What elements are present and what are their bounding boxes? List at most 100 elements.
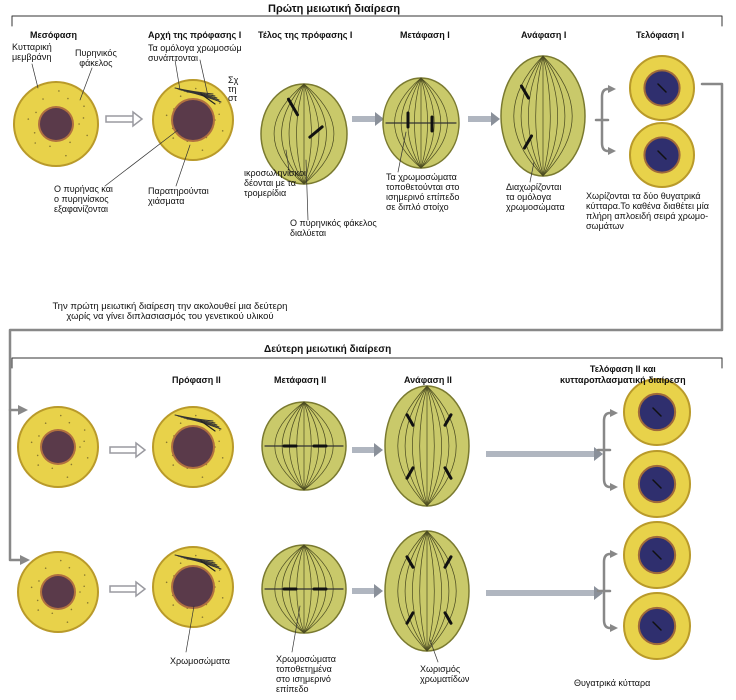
arrow-m2a-1-shaft	[109, 446, 138, 454]
prophase1-late-cell-spindle-fiber	[281, 83, 305, 185]
arrow-m2b-3-head	[374, 584, 383, 598]
prophase1-early-cell-thread	[186, 91, 222, 103]
label-cell-membrane: Κυτταρική μεμβράνη	[12, 42, 52, 62]
m2a-prophase-cell-granule	[194, 414, 197, 417]
late-prophase-chromosome-1	[287, 97, 299, 117]
arrow-m2b-4-shaft	[486, 590, 595, 596]
brace-m2b-tip-top	[610, 550, 618, 558]
interphase1-cell-granule	[78, 123, 80, 125]
m2b-anaphase-cell-spindle-fiber	[419, 530, 428, 652]
anaphase1-cell-spindle-fiber	[542, 55, 558, 177]
transition-note: Την πρώτη μειωτική διαίρεση την ακολουθε…	[52, 301, 288, 322]
arrow-m1-4-head	[491, 112, 500, 126]
m2a-interphase-cell-granule	[36, 454, 39, 457]
prophase1-late-cell-spindle-fiber	[296, 83, 305, 185]
m2a-prophase-cell-granule	[218, 440, 220, 443]
arrow-m1-1-shaft	[105, 115, 135, 123]
m2a-anaphase-cell-spindle-fiber	[426, 385, 435, 507]
prophase1-early-cell-chromosome	[200, 93, 216, 105]
m2b-interphase-cell-granule	[36, 599, 39, 602]
m2a-interphase-cell-granule	[38, 435, 40, 437]
m2b-anaphase-cell-spindle-fiber	[397, 530, 428, 652]
m2b-interphase-cell-granule	[83, 574, 86, 576]
label-anaphase2-desc: Χωρισμός χρωματίδων	[420, 664, 470, 684]
m2a-anaphase-cell-spindle-fiber	[426, 385, 457, 507]
m2a-interphase-cell-granule	[66, 476, 69, 478]
anaphase1-cell-spindle-fiber	[520, 55, 544, 177]
m2b-prophase-cell-granule	[218, 580, 220, 583]
m2a-interphase-cell-granule	[68, 421, 71, 424]
m2a-interphase-cell-granule	[83, 440, 85, 443]
m2b-anaphase-cell-spindle-fiber	[426, 530, 435, 652]
anaphase1-cell-spindle-fiber	[535, 55, 544, 177]
brace-m2b	[596, 552, 612, 630]
interphase1-cell-granule	[34, 142, 37, 144]
anaphase1-cell-spindle-fiber	[542, 55, 551, 177]
m2a-prophase-cell-granule	[165, 441, 168, 444]
m2b-interphase-cell-granule	[37, 609, 40, 611]
m2a-anaphase-chromosome-1	[405, 413, 415, 427]
prophase1-late-cell-spindle-fiber	[303, 83, 335, 185]
m2a-anaphase-cell-spindle-fiber	[397, 385, 428, 507]
pointer-nucleolus	[104, 129, 179, 187]
interphase1-cell-granule	[65, 154, 67, 157]
m2b-anaphase-chromosome-2	[405, 611, 415, 625]
arrow-m2a-3-shaft	[352, 447, 375, 453]
brace-m2b-tip-bottom	[610, 624, 618, 632]
m2b-interphase-cell-granule	[38, 580, 40, 582]
anaphase1-cell-spindle-fiber	[528, 55, 544, 177]
stage-interphase-1: Μεσόφαση	[30, 30, 78, 40]
stage-early-prophase-1: Αρχή της πρόφασης Ι	[148, 30, 242, 40]
stage-metaphase-2: Μετάφαση ΙΙ	[274, 375, 327, 385]
m2b-prophase-cell-granule	[172, 604, 175, 606]
label-chromosomes: Χρωμοσώματα	[170, 656, 230, 666]
arrow-m2a-4-head	[594, 447, 603, 461]
m2a-prophase-cell-nucleus	[173, 427, 213, 467]
m2b-anaphase-cell-spindle-fiber	[412, 530, 428, 652]
connector-line-lower	[8, 408, 24, 562]
pointer-cell-membrane	[31, 63, 39, 89]
interphase1-cell-granule	[35, 111, 37, 114]
m2b-prophase-cell-granule	[165, 581, 168, 584]
connector-line-main	[8, 82, 724, 412]
interphase1-cell-granule	[33, 132, 36, 134]
stage-metaphase-1: Μετάφαση Ι	[400, 30, 450, 40]
m2a-interphase-cell-granule	[86, 457, 89, 459]
m2b-prophase-cell-chromosome	[200, 560, 216, 572]
m2a-daughter-cells-top-chromosome	[652, 407, 662, 417]
anaphase1-chromosome-1	[520, 84, 530, 100]
m2a-prophase-cell-granule	[179, 422, 182, 425]
pointer-spindle	[285, 149, 291, 177]
arrow-m2b-1-head	[135, 580, 147, 598]
arrow-m1-3-head	[375, 112, 384, 126]
pointer-homologs	[174, 59, 181, 91]
m2a-prophase-cell-granule	[201, 476, 204, 478]
brace-m1-tip-bottom	[608, 147, 616, 155]
prophase1-early-cell-granule	[179, 95, 182, 98]
m2b-interphase-cell-granule	[83, 585, 85, 588]
m2a-anaphase-cell-spindle-fiber	[419, 385, 428, 507]
label-metaphase2-desc: Χρωμοσώματα τοποθετημένα στο ισημερινό ε…	[276, 654, 336, 694]
m2b-interphase-cell-nucleus	[42, 576, 74, 608]
pointer-homologs-2	[199, 59, 209, 97]
interphase1-cell-granule	[58, 90, 60, 92]
m2a-prophase-cell-granule	[218, 429, 221, 431]
anaphase1-chromosome-2	[523, 134, 533, 150]
arrow-m1-1-head	[132, 110, 144, 128]
m2b-prophase-cell-granule	[201, 616, 204, 618]
m2b-anaphase-cell-spindle-fiber	[426, 530, 450, 652]
prophase1-early-cell-granule	[218, 102, 221, 104]
stage-anaphase-2: Ανάφαση ΙΙ	[404, 375, 452, 385]
connector-arrowhead-upper	[18, 405, 28, 415]
m2b-prophase-cell-nucleus	[173, 567, 213, 607]
stage-prophase-2: Πρόφαση ΙΙ	[172, 375, 221, 385]
interphase1-cell-granule	[83, 105, 85, 107]
stage-anaphase-1: Ανάφαση Ι	[521, 30, 567, 40]
m2a-anaphase-cell-spindle-fiber	[412, 385, 428, 507]
meiosis2-title: Δεύτερη μειωτική διαίρεση	[264, 344, 392, 355]
stage-telophase-1: Τελόφαση Ι	[636, 30, 685, 40]
label-chiasmata: Παρατηρούνται χιάσματα	[148, 186, 209, 206]
m2b-prophase-cell-granule	[221, 597, 224, 599]
label-envelope-dissolves: Ο πυρηνικός φάκελος διαλύεται	[290, 218, 377, 238]
